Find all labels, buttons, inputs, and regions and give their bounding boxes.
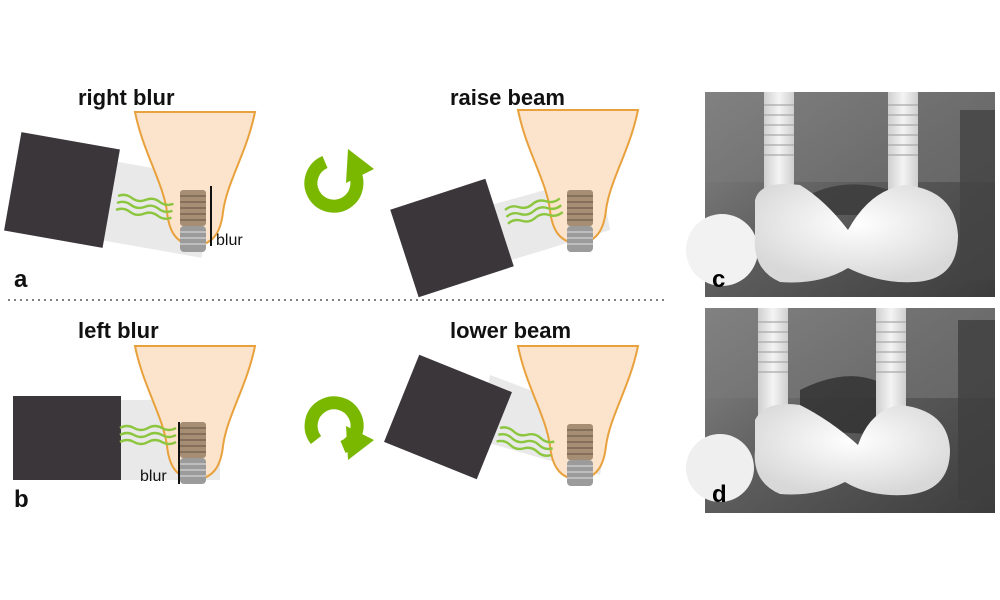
x-ray-emitter-level: [13, 396, 121, 480]
rotate-counterclockwise-icon: [304, 396, 374, 460]
x-ray-emitter-lowered: [384, 354, 512, 480]
panel-b-lower-beam: [384, 345, 639, 487]
panel-b-left-blur: [13, 345, 256, 485]
panel-a-right-title: raise beam: [450, 85, 565, 110]
rotate-clockwise-icon: [304, 149, 374, 213]
panel-b-right-title: lower beam: [450, 318, 572, 343]
radiograph-letter-d: d: [712, 481, 727, 508]
radiograph-letter-c: c: [712, 266, 726, 293]
implant: [179, 189, 207, 253]
panel-a-raise-beam: [390, 109, 639, 298]
blur-label-a: blur: [216, 232, 243, 249]
radiograph-c: [686, 92, 995, 297]
blur-label-b: blur: [140, 468, 167, 485]
panel-a-title: right blur: [78, 85, 175, 110]
panel-a-right-blur: [4, 111, 256, 258]
x-ray-emitter: [4, 132, 120, 248]
panel-letter-a: a: [14, 266, 28, 293]
radiograph-d: [686, 308, 995, 513]
panel-b-title: left blur: [78, 318, 159, 343]
panel-letter-b: b: [14, 486, 29, 513]
x-ray-emitter-raised: [390, 178, 514, 298]
